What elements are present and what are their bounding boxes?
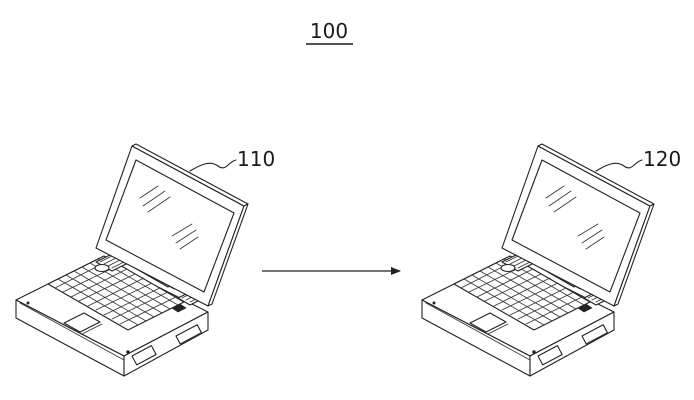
device-label-120: 120: [643, 147, 681, 171]
laptop-icon: [15, 143, 249, 377]
laptop-icon: [421, 143, 655, 377]
leader-line-110: [189, 159, 237, 172]
device-label-110: 110: [237, 147, 275, 171]
system-label: 100: [310, 19, 348, 43]
leader-line-120: [595, 159, 643, 172]
